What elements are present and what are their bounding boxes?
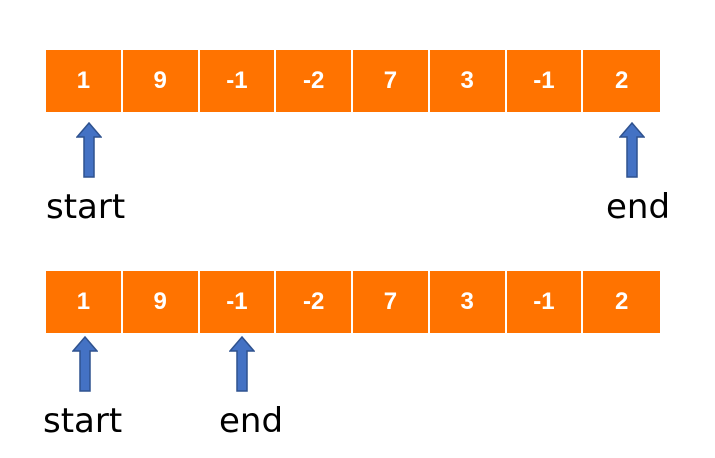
start-pointer-label: start xyxy=(46,187,126,227)
array-cell: 1 xyxy=(46,50,123,112)
array-cell: -1 xyxy=(199,50,277,112)
array-cell: -2 xyxy=(276,50,353,112)
start-pointer-label: start xyxy=(43,401,123,441)
array-cell: -2 xyxy=(276,271,353,333)
array-cell: 1 xyxy=(46,271,123,333)
end-pointer-label: end xyxy=(219,401,284,441)
up-arrow-icon xyxy=(72,336,98,392)
up-arrow-icon xyxy=(229,336,255,392)
array-cell: 9 xyxy=(122,271,200,333)
array-cell: 3 xyxy=(429,50,507,112)
array-cell: 2 xyxy=(583,50,660,112)
array-cell: -1 xyxy=(199,271,277,333)
array-cell: 3 xyxy=(429,271,507,333)
array-row-bottom: 1 9 -1 -2 7 3 -1 2 xyxy=(46,271,660,333)
up-arrow-icon xyxy=(619,122,645,178)
up-arrow-icon xyxy=(76,122,102,178)
array-cell: 7 xyxy=(353,50,430,112)
array-cell: 7 xyxy=(353,271,430,333)
array-cell: -1 xyxy=(506,50,584,112)
array-row-top: 1 9 -1 -2 7 3 -1 2 xyxy=(46,50,660,112)
array-cell: -1 xyxy=(506,271,584,333)
array-cell: 2 xyxy=(583,271,660,333)
end-pointer-label: end xyxy=(606,187,671,227)
array-cell: 9 xyxy=(122,50,200,112)
